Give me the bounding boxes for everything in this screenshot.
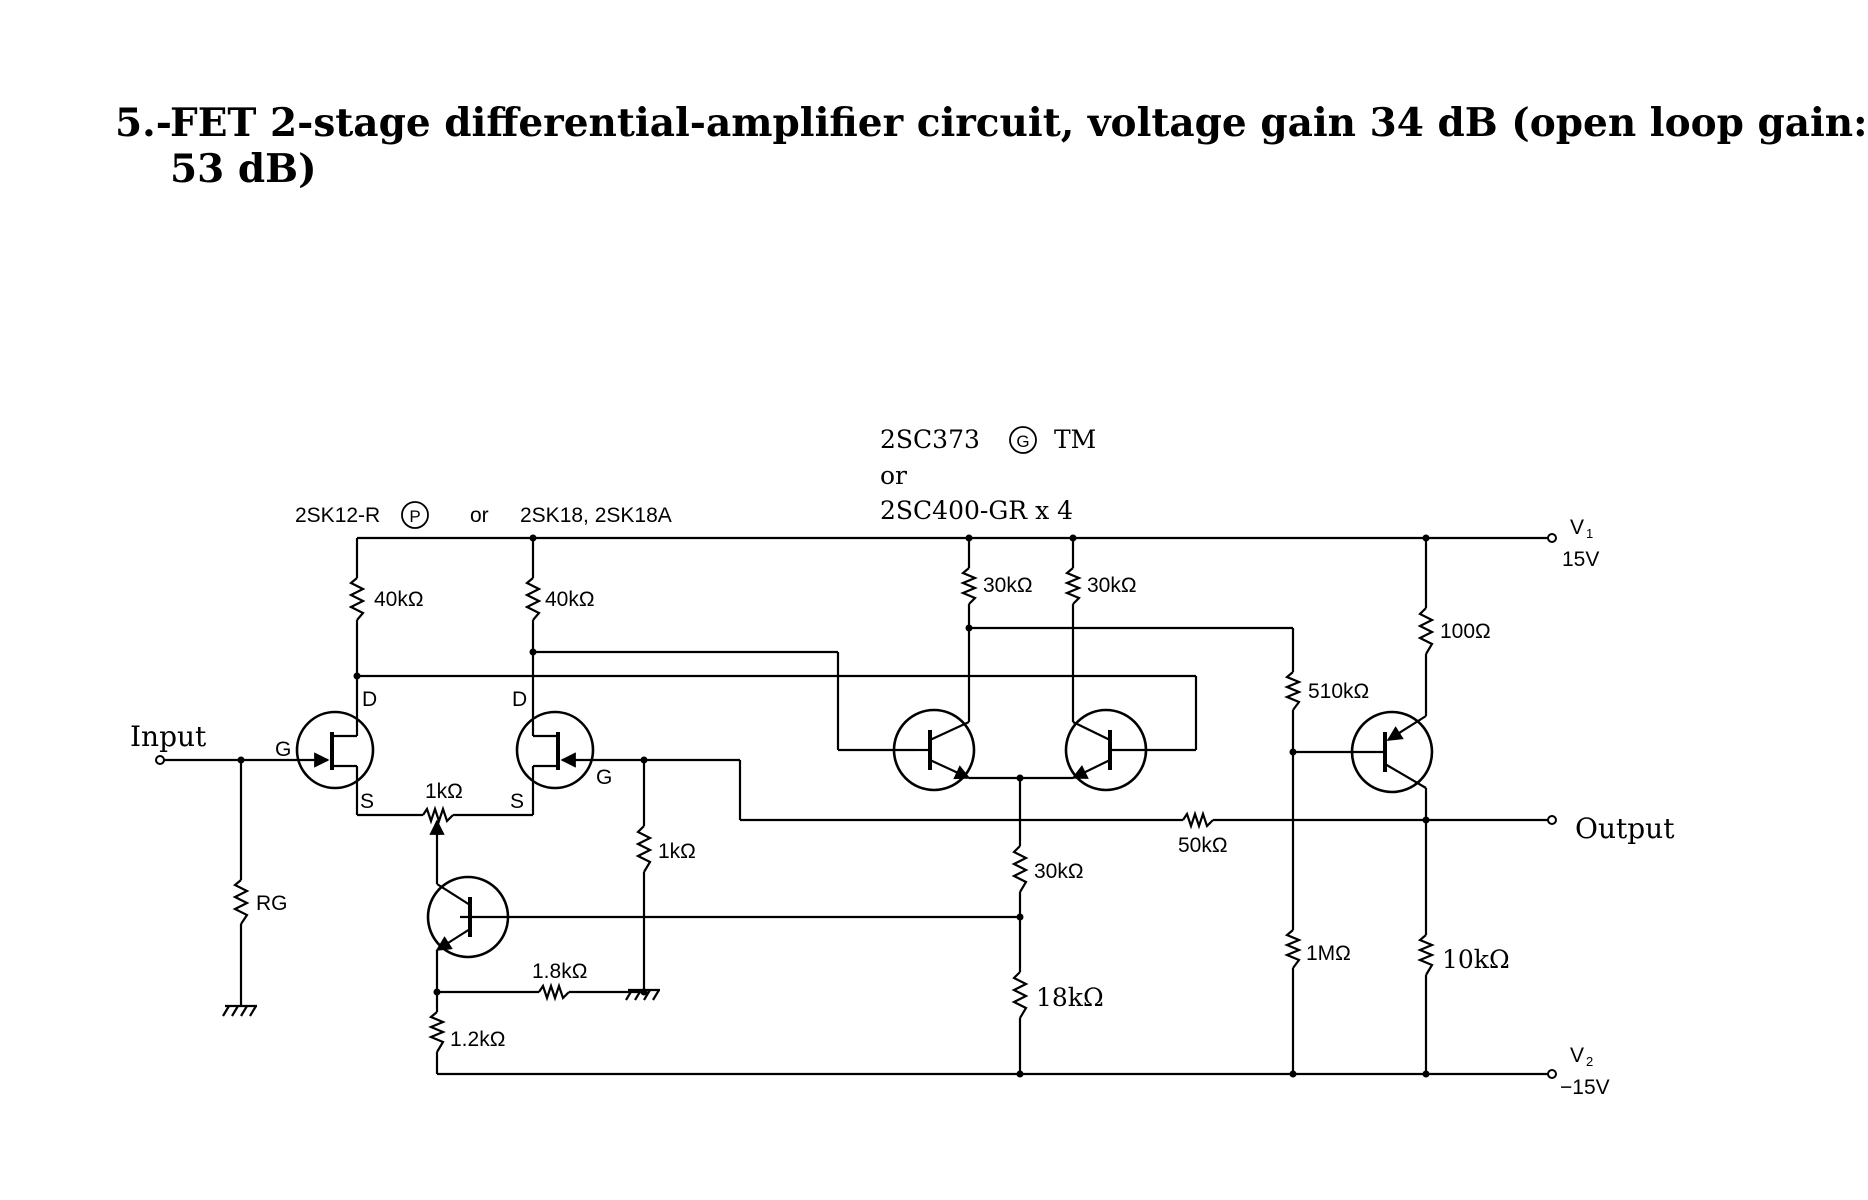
- v1-label: V: [1570, 516, 1584, 539]
- r-bias-top-label: 510kΩ: [1308, 680, 1369, 703]
- bjt-or: or: [880, 461, 907, 490]
- fet-or: or: [470, 504, 489, 527]
- r-divider-bottom-label: 18kΩ: [1036, 983, 1104, 1012]
- r-emitter-out-label: 100Ω: [1440, 620, 1491, 643]
- r-emitter-cs2-label: 1.2kΩ: [450, 1028, 505, 1051]
- bjt-part-label: 2SC373: [880, 425, 980, 454]
- terminals: [155, 533, 1557, 1079]
- transistor-q3: [1350, 710, 1434, 794]
- transistor-q4: [426, 875, 510, 959]
- v2-value: −15V: [1560, 1076, 1610, 1099]
- ground-symbols: [222, 988, 660, 1017]
- v2-sub: 2: [1586, 1054, 1593, 1069]
- fet-2: [515, 710, 598, 790]
- v2-label: V: [1570, 1044, 1584, 1067]
- transistor-q1: [892, 708, 976, 792]
- v1-value: 15V: [1562, 548, 1599, 571]
- fet-mark: P: [409, 507, 420, 526]
- bjt-alt-label: 2SC400-GR x 4: [880, 496, 1073, 525]
- output-label: Output: [1575, 812, 1675, 845]
- pin-s1: S: [360, 790, 374, 813]
- pin-d2: D: [512, 688, 527, 711]
- r-gate2-label: 1kΩ: [658, 840, 696, 863]
- r-col2-label: 30kΩ: [1087, 574, 1137, 597]
- fet-1: [292, 710, 375, 790]
- title-number: 5.-: [115, 100, 172, 146]
- pin-g1: G: [275, 738, 291, 761]
- r-source-label: 1kΩ: [425, 780, 463, 803]
- pin-d1: D: [362, 688, 377, 711]
- fet-alt-label: 2SK18, 2SK18A: [520, 504, 672, 527]
- r-gate-in-label: RG: [256, 892, 288, 915]
- r-drain1-label: 40kΩ: [374, 588, 424, 611]
- title-line-2: 53 dB): [170, 146, 317, 192]
- title-line-1: FET 2-stage differential-amplifier circu…: [170, 100, 1868, 146]
- bjt-tm: TM: [1054, 425, 1096, 454]
- bjt-mark-circle: [1009, 426, 1037, 454]
- input-label: Input: [130, 720, 207, 753]
- fet-mark-circle: [401, 501, 429, 529]
- r-load-label: 10kΩ: [1442, 945, 1510, 974]
- r-tail-label: 30kΩ: [1034, 860, 1084, 883]
- r-col1-label: 30kΩ: [983, 574, 1033, 597]
- pin-g2: G: [596, 766, 612, 789]
- bjt-mark: G: [1016, 432, 1029, 451]
- resistor-symbols: [232, 567, 1435, 1053]
- r-bias-bottom-label: 1MΩ: [1306, 942, 1351, 965]
- wiring: [163, 536, 1548, 1076]
- r-feedback-label: 50kΩ: [1178, 834, 1228, 857]
- transistor-q2: [1064, 708, 1148, 792]
- pin-s2: S: [510, 790, 524, 813]
- fet-part-label: 2SK12-R: [295, 504, 380, 527]
- r-emitter-cs-label: 1.8kΩ: [532, 960, 587, 983]
- v1-sub: 1: [1586, 526, 1593, 541]
- r-drain2-label: 40kΩ: [545, 588, 595, 611]
